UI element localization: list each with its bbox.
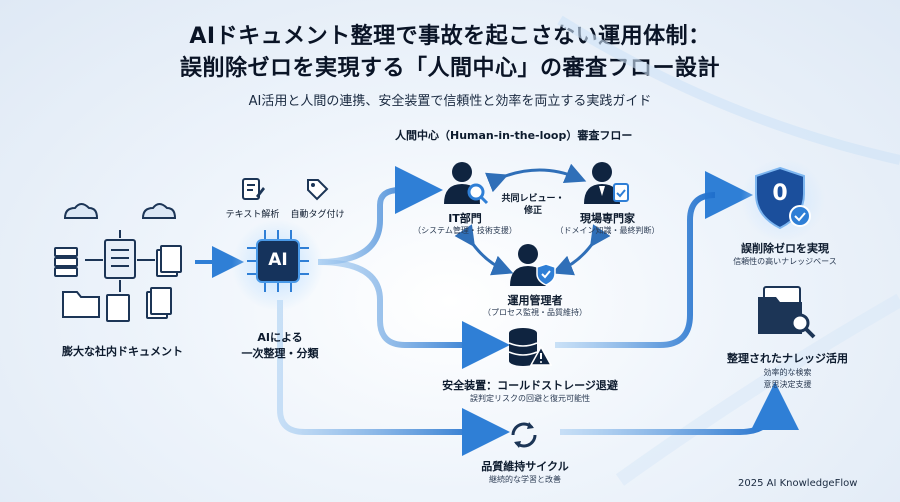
- expert-person-icon: [584, 162, 629, 204]
- expert-name: 現場専門家: [580, 212, 635, 225]
- safety-title: 安全装置：コールドストレージ退避: [442, 379, 618, 392]
- it-name: IT部門: [448, 212, 482, 225]
- zero-title: 誤削除ゼロを実現: [741, 242, 829, 255]
- documents-cluster-icon: [54, 203, 182, 322]
- ops-name: 運用管理者: [507, 294, 563, 307]
- folder-search-icon: [758, 286, 816, 339]
- use-desc-2: 意思決定支援: [763, 380, 812, 389]
- zero-badge-text: 0: [772, 181, 788, 206]
- cold-storage-icon: [508, 328, 553, 366]
- text-analysis-icon: [242, 178, 265, 200]
- it-desc: （システム管理・技術支援）: [413, 226, 517, 235]
- source-label: 膨大な社内ドキュメント: [62, 345, 183, 358]
- subtitle: AI活用と人間の連携、安全装置で信頼性と効率を両立する実践ガイド: [248, 94, 652, 109]
- title-line-1: AIドキュメント整理で事故を起こさない運用体制：: [189, 24, 711, 49]
- ops-desc: （プロセス監視・品質維持）: [483, 308, 587, 317]
- expert-desc: （ドメイン知識・最終判断）: [555, 226, 660, 235]
- ops-manager-icon: [510, 244, 556, 286]
- cycle-desc: 継続的な学習と改善: [489, 475, 561, 484]
- ai-label: AIによる 一次整理・分類: [241, 331, 319, 360]
- shield-icon: [755, 166, 811, 230]
- zero-desc: 信頼性の高いナレッジベース: [733, 257, 837, 266]
- ai-chip-text: AI: [268, 250, 288, 270]
- safety-desc: 誤判定リスクの回避と復元可能性: [470, 394, 590, 403]
- it-person-icon: [444, 162, 489, 205]
- task-parse-label: テキスト解析: [225, 210, 280, 220]
- flow-title: 人間中心（Human-in-the-loop）審査フロー: [395, 129, 633, 142]
- use-title: 整理されたナレッジ活用: [727, 352, 848, 365]
- collab-label: 共同レビュー・ 修正: [501, 194, 565, 216]
- use-desc-1: 効率的な検索: [763, 368, 812, 377]
- task-tag-label: 自動タグ付け: [290, 210, 345, 220]
- cycle-icon: [511, 422, 537, 448]
- cycle-title: 品質維持サイクル: [481, 460, 569, 473]
- tag-icon: [307, 179, 329, 201]
- footer-copyright: 2025 AI KnowledgeFlow: [738, 478, 858, 489]
- ai-chip-icon: [247, 230, 309, 292]
